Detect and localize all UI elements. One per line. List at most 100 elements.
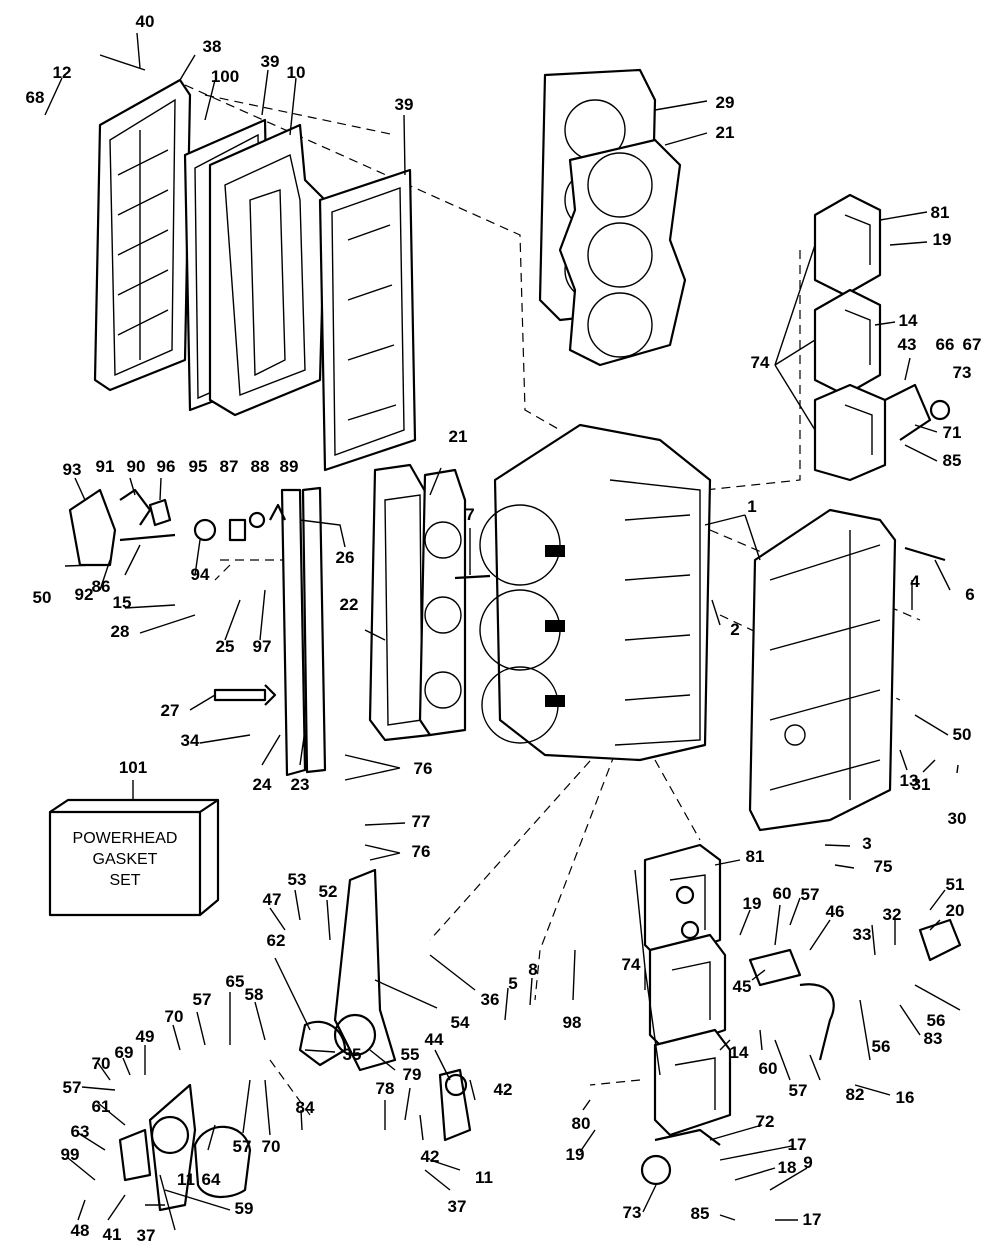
callout-62: 62 <box>267 931 286 950</box>
callout-20: 20 <box>946 901 965 920</box>
callout-57: 57 <box>193 990 212 1009</box>
reed-block-lower <box>643 843 732 1137</box>
crankcase-cover <box>748 508 946 832</box>
callout-40: 40 <box>136 12 155 31</box>
callout-61: 61 <box>92 1097 111 1116</box>
callout-48: 48 <box>71 1221 90 1240</box>
callout-65: 65 <box>226 972 245 991</box>
callout-39: 39 <box>395 95 414 114</box>
callout-75: 75 <box>874 857 893 876</box>
callout-60: 60 <box>773 884 792 903</box>
callout-71: 71 <box>943 423 962 442</box>
callout-2: 2 <box>730 620 739 639</box>
callout-51: 51 <box>946 875 965 894</box>
callout-88: 88 <box>251 457 270 476</box>
callout-27: 27 <box>161 701 180 720</box>
callout-21: 21 <box>449 427 468 446</box>
exhaust-gasket-right <box>318 168 417 472</box>
thermostat-cover <box>68 488 286 567</box>
callout-87: 87 <box>220 457 239 476</box>
callout-44: 44 <box>425 1030 444 1049</box>
callout-41: 41 <box>103 1225 122 1244</box>
callout-66: 66 <box>936 335 955 354</box>
callout-76: 76 <box>412 842 431 861</box>
callout-98: 98 <box>563 1013 582 1032</box>
callout-6: 6 <box>965 585 974 604</box>
callout-4: 4 <box>910 572 920 591</box>
callout-69: 69 <box>115 1043 134 1062</box>
callout-94: 94 <box>191 565 210 584</box>
connecting-rod-upper <box>298 868 397 1072</box>
cylinder-head-top <box>538 68 687 367</box>
callout-1: 1 <box>747 497 756 516</box>
spark-plug <box>213 684 277 706</box>
callout-95: 95 <box>189 457 208 476</box>
callout-80: 80 <box>572 1114 591 1133</box>
callout-25: 25 <box>216 637 235 656</box>
callout-86: 86 <box>92 577 111 596</box>
callout-42: 42 <box>494 1080 513 1099</box>
callout-60: 60 <box>759 1059 778 1078</box>
callout-11: 11 <box>475 1168 493 1187</box>
callout-73: 73 <box>953 363 972 382</box>
callout-90: 90 <box>127 457 146 476</box>
callout-3: 3 <box>862 834 871 853</box>
callout-12: 12 <box>53 63 72 82</box>
callout-67: 67 <box>963 335 982 354</box>
callout-56: 56 <box>872 1037 891 1056</box>
callout-37: 37 <box>448 1197 467 1216</box>
callout-30: 30 <box>948 809 967 828</box>
callout-14: 14 <box>730 1043 749 1062</box>
callout-81: 81 <box>931 203 950 222</box>
callout-97: 97 <box>253 637 272 656</box>
callout-77: 77 <box>412 812 431 831</box>
callout-82: 82 <box>846 1085 865 1104</box>
callout-68: 68 <box>26 88 45 107</box>
callout-36: 36 <box>481 990 500 1009</box>
callout-70: 70 <box>262 1137 281 1156</box>
callout-21: 21 <box>716 123 735 142</box>
callout-8: 8 <box>528 960 537 979</box>
callout-19: 19 <box>743 894 762 913</box>
callout-99: 99 <box>61 1145 80 1164</box>
callout-72: 72 <box>756 1112 775 1131</box>
callout-11: 11 <box>177 1170 195 1189</box>
powerhead-gasket-set-box: POWERHEAD GASKET SET <box>48 798 220 917</box>
callout-63: 63 <box>71 1122 90 1141</box>
callout-9: 9 <box>803 1153 812 1172</box>
callout-54: 54 <box>451 1013 470 1032</box>
callout-84: 84 <box>296 1098 315 1117</box>
callout-81: 81 <box>746 847 765 866</box>
callout-17: 17 <box>803 1210 822 1229</box>
callout-85: 85 <box>943 451 962 470</box>
exhaust-cover-plate <box>93 78 192 392</box>
callout-100: 100 <box>211 67 239 86</box>
callout-93: 93 <box>63 460 82 479</box>
kit-line-2: GASKET <box>93 851 158 868</box>
callout-31: 31 <box>912 775 931 794</box>
kit-line-3: SET <box>109 872 140 889</box>
callout-89: 89 <box>280 457 299 476</box>
callout-32: 32 <box>883 905 902 924</box>
callout-85: 85 <box>691 1204 710 1223</box>
callout-78: 78 <box>376 1079 395 1098</box>
callout-96: 96 <box>157 457 176 476</box>
callout-28: 28 <box>111 622 130 641</box>
reed-block-upper <box>813 193 951 482</box>
callout-101: 101 <box>119 758 147 777</box>
callout-42: 42 <box>421 1147 440 1166</box>
connecting-rod-lower <box>118 1083 252 1212</box>
callout-16: 16 <box>896 1088 915 1107</box>
callout-19: 19 <box>566 1145 585 1164</box>
callout-70: 70 <box>165 1007 184 1026</box>
callout-74: 74 <box>622 955 641 974</box>
callout-47: 47 <box>263 890 282 909</box>
throttle-linkage <box>438 918 962 1186</box>
callout-24: 24 <box>253 775 272 794</box>
callout-57: 57 <box>789 1081 808 1100</box>
callout-33: 33 <box>853 925 872 944</box>
callout-52: 52 <box>319 882 338 901</box>
callout-59: 59 <box>235 1199 254 1218</box>
